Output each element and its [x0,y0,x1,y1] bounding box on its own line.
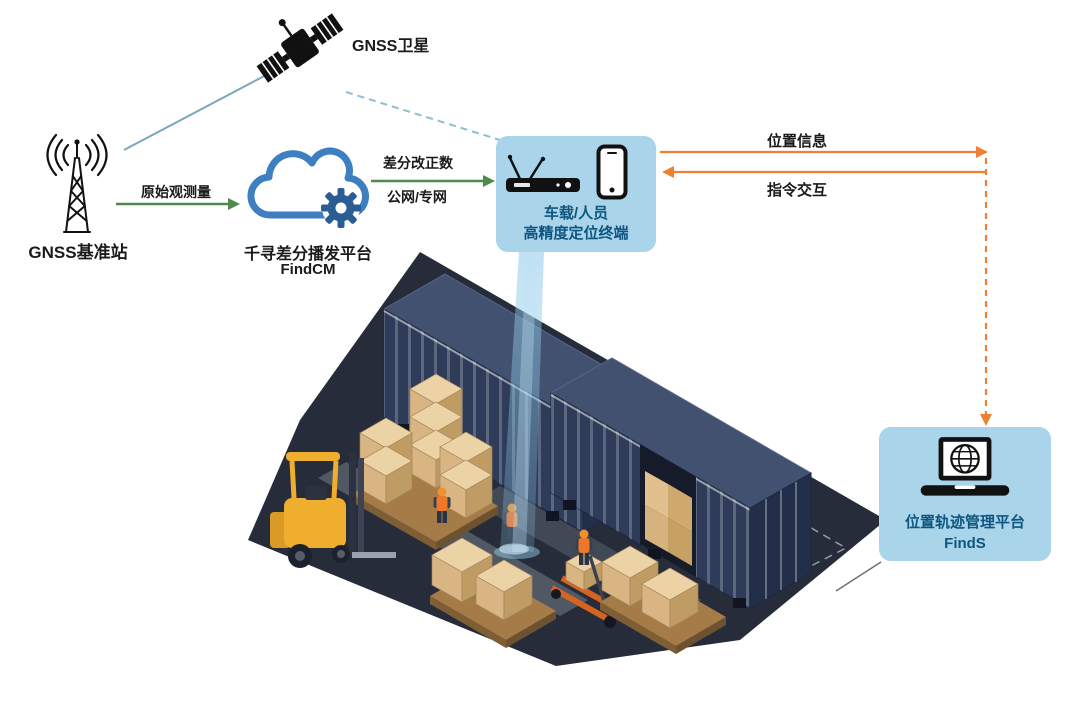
satellite-terminal-dashed-line [345,91,501,141]
laptop-globe-icon [920,437,1010,496]
terminal-label-line1: 车载/人员 [543,205,609,222]
cloud-platform-subtitle: FindCM [280,261,336,278]
gear-icon [321,188,361,228]
satellite-icon [256,13,344,83]
raw-observation-label: 原始观测量 [141,184,211,200]
radio-tower-icon [46,133,108,233]
positioning-beam [494,252,544,559]
connector-lines [116,73,992,592]
pallet-boxes-center [430,537,556,648]
terminal-panel: 车载/人员 高精度定位终端 [496,136,656,252]
position-info-label: 位置信息 [767,133,828,150]
cloud-gear-icon [247,147,370,228]
correction-arrow [371,175,495,187]
terminal-label-line2: 高精度定位终端 [523,225,629,242]
globe-icon [950,443,980,474]
platform-link-dashed-arrow [980,158,992,426]
management-platform-title: 位置轨迹管理平台 [904,514,1025,531]
receiver-icon [506,154,580,192]
command-arrow [662,166,986,178]
warehouse-illustration [248,252,886,666]
container-front [549,357,813,609]
satellite-base-line [123,73,269,151]
pallet-stack-left [352,373,498,550]
correction-label-top: 差分改正数 [383,155,453,171]
satellite-label: GNSS卫星 [352,38,430,55]
management-platform-subtitle: FindS [944,535,986,552]
raw-observation-arrow [116,198,240,210]
base-station-label: GNSS基准站 [28,243,128,262]
forklift-icon [270,452,396,568]
management-platform-panel: 位置轨迹管理平台 FindS [879,427,1051,561]
command-interaction-label: 指令交互 [767,182,828,199]
cloud-platform-title: 千寻差分播发平台 [243,246,372,263]
correction-label-bottom: 公网/专网 [387,189,447,205]
platform-scene-line [835,561,882,592]
position-info-arrow [660,146,988,158]
smartphone-icon [596,144,628,200]
pallet-boxes-right [600,545,726,654]
